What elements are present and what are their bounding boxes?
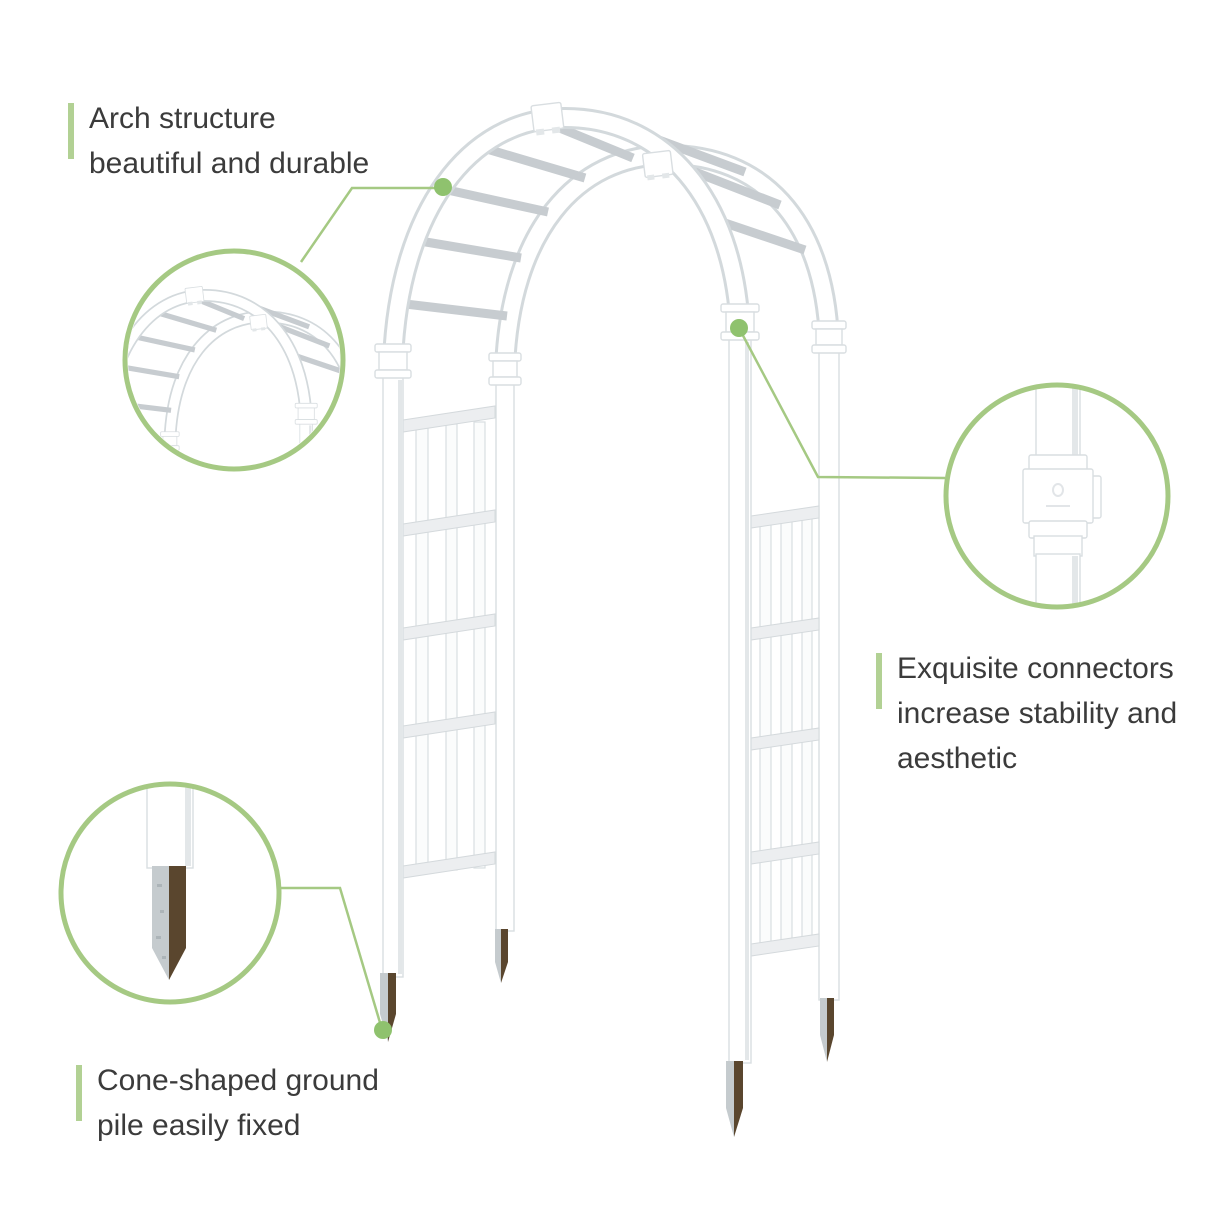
callout-connector: [730, 319, 946, 480]
caption-ground-pile: Cone-shaped ground pile easily fixed: [76, 1058, 379, 1148]
detail-ring-connector: [943, 382, 1171, 610]
connector-detail-drawing: [1022, 387, 1102, 605]
detail-circle-arch: [122, 248, 346, 472]
stake-texture: [156, 884, 166, 959]
detail-ring-arch: [122, 248, 346, 472]
ground-stake-detail-drawing: [146, 786, 194, 980]
caption-text-ground-pile: Cone-shaped ground pile easily fixed: [97, 1064, 379, 1142]
caption-text-connectors: Exquisite connectors increase stability …: [897, 652, 1178, 775]
callout-dot-arch: [434, 178, 452, 196]
main-product-arch: [375, 102, 846, 1137]
connector-embossed-logo: [1046, 483, 1070, 507]
caption-accent-bar: [76, 1065, 82, 1121]
callout-ground-pile: [280, 886, 392, 1039]
detail-circle-ground-pile: [58, 781, 282, 1005]
caption-arch-structure: Arch structure beautiful and durable: [68, 96, 369, 186]
callout-dot-connector: [730, 319, 748, 337]
callout-dot-ground-pile: [374, 1021, 392, 1039]
caption-accent-bar: [68, 103, 74, 159]
caption-connectors: Exquisite connectors increase stability …: [876, 646, 1177, 781]
callout-arch: [299, 178, 452, 263]
caption-accent-bar: [876, 653, 882, 709]
detail-ring-ground-pile: [58, 781, 282, 1005]
caption-text-arch: Arch structure beautiful and durable: [89, 102, 370, 180]
detail-circle-connector: [943, 382, 1171, 610]
